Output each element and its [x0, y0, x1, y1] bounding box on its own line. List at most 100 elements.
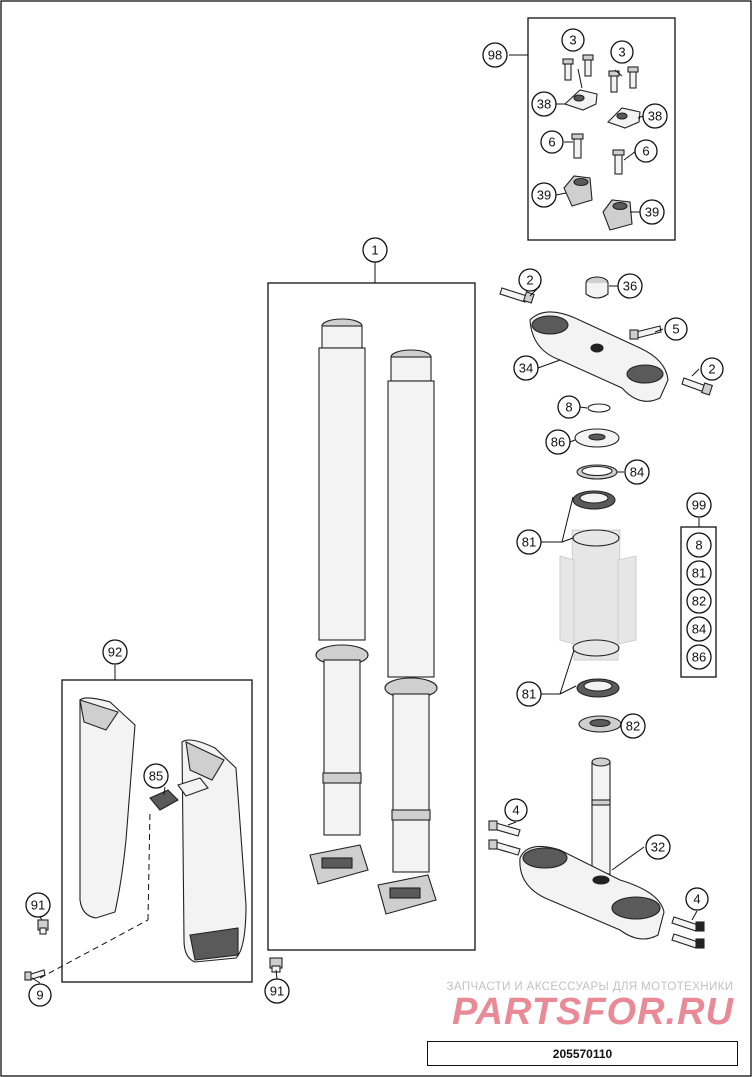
- callout-92: 92: [102, 639, 128, 665]
- callout-81-upper: 81: [516, 529, 542, 555]
- svg-text:9: 9: [36, 988, 43, 1003]
- lower-triple-clamp-32: [519, 845, 665, 940]
- callout-38-right: 38: [642, 103, 668, 129]
- svg-text:91: 91: [270, 984, 284, 999]
- callout-4-left: 4: [504, 798, 528, 822]
- guide-85: [149, 777, 209, 811]
- seal-ring-84: [576, 464, 618, 480]
- svg-text:98: 98: [488, 48, 502, 63]
- watermark-logo: PARTSFOR.RU: [452, 991, 734, 1033]
- stem-nut-36: [585, 276, 609, 299]
- o-ring-8: [587, 403, 611, 413]
- assembly-dash-line: [39, 919, 149, 979]
- kit-99-item-81: 81: [686, 560, 712, 586]
- callout-91-right: 91: [264, 978, 290, 1004]
- callout-38-left: 38: [531, 91, 557, 117]
- bearing-81-lower: [576, 678, 620, 698]
- svg-text:6: 6: [642, 144, 649, 159]
- callout-6-right: 6: [634, 139, 658, 163]
- svg-text:39: 39: [645, 205, 659, 220]
- svg-text:92: 92: [108, 645, 122, 660]
- dust-seal-86: [574, 428, 620, 448]
- svg-text:81: 81: [522, 687, 536, 702]
- svg-text:39: 39: [537, 188, 551, 203]
- screw-91-left: [37, 919, 49, 935]
- svg-text:86: 86: [551, 435, 565, 450]
- svg-text:86: 86: [692, 650, 706, 665]
- svg-text:36: 36: [623, 279, 637, 294]
- upper-triple-clamp-34: [529, 311, 669, 402]
- svg-text:6: 6: [548, 135, 555, 150]
- svg-text:4: 4: [693, 892, 700, 907]
- svg-text:8: 8: [565, 400, 572, 415]
- bolt-5: [629, 325, 662, 340]
- kit-99-item-84: 84: [686, 616, 712, 642]
- bolt-4-left-lower: [488, 839, 521, 856]
- bolt-3-left-2: [582, 54, 594, 77]
- riser-39-right: [602, 199, 633, 231]
- svg-text:81: 81: [522, 535, 536, 550]
- callout-5: 5: [664, 317, 688, 341]
- riser-39-left: [563, 175, 593, 207]
- screw-9: [24, 969, 46, 981]
- fork-guard-left: [79, 697, 136, 919]
- svg-text:32: 32: [651, 840, 665, 855]
- screw-91-right: [269, 957, 283, 973]
- callout-82: 82: [620, 713, 646, 739]
- svg-text:81: 81: [692, 566, 706, 581]
- callout-98: 98: [482, 42, 508, 68]
- group-92-frame: [61, 679, 253, 983]
- callout-2-bottom: 2: [700, 357, 724, 381]
- group-98-frame: [527, 17, 676, 241]
- bolt-3-left: [562, 58, 574, 81]
- svg-text:99: 99: [692, 498, 706, 513]
- fork-leg-left: [309, 318, 369, 885]
- svg-text:82: 82: [692, 594, 706, 609]
- svg-text:5: 5: [672, 322, 679, 337]
- callout-84: 84: [624, 459, 650, 485]
- callout-36: 36: [617, 273, 643, 299]
- watermark-tagline: ЗАПЧАСТИ И АКСЕССУАРЫ ДЛЯ МОТОТЕХНИКИ: [446, 981, 734, 993]
- fork-guard-right: [181, 739, 247, 963]
- svg-text:82: 82: [626, 719, 640, 734]
- clamp-38-left: [563, 89, 598, 111]
- svg-text:85: 85: [149, 769, 163, 784]
- bolt-2-bottom: [681, 377, 714, 396]
- callout-85: 85: [143, 763, 169, 789]
- callout-3-left: 3: [561, 28, 585, 52]
- fork-leg-right: [377, 349, 438, 915]
- callout-39-right: 39: [639, 199, 665, 225]
- svg-text:38: 38: [648, 109, 662, 124]
- svg-text:8: 8: [695, 538, 702, 553]
- callout-8: 8: [557, 395, 581, 419]
- callout-1: 1: [362, 237, 388, 263]
- kit-99-item-86: 86: [686, 644, 712, 670]
- kit-99-item-82: 82: [686, 588, 712, 614]
- callout-6-left: 6: [540, 130, 564, 154]
- clamp-38-right: [606, 107, 641, 129]
- bolt-6-right: [612, 149, 625, 175]
- bolt-3-right: [608, 70, 620, 93]
- svg-text:34: 34: [519, 361, 533, 376]
- svg-text:3: 3: [618, 45, 625, 60]
- bolt-3-right-2: [627, 66, 639, 89]
- steering-stem: [591, 757, 611, 875]
- callout-91-left: 91: [25, 892, 51, 918]
- svg-text:84: 84: [630, 465, 644, 480]
- svg-text:2: 2: [708, 362, 715, 377]
- callout-99: 99: [686, 492, 712, 518]
- leader-lines: [31, 54, 700, 984]
- bolt-4-right-upper: [671, 916, 705, 932]
- svg-text:84: 84: [692, 622, 706, 637]
- callout-81-lower: 81: [516, 681, 542, 707]
- callout-2-top: 2: [518, 268, 542, 292]
- svg-text:91: 91: [31, 898, 45, 913]
- kit-99-item-8: 8: [686, 532, 712, 558]
- bolt-4-right-lower: [671, 933, 705, 949]
- callout-4-right: 4: [685, 887, 709, 911]
- svg-text:1: 1: [371, 243, 378, 258]
- bolt-4-left-upper: [488, 820, 521, 837]
- svg-text:4: 4: [512, 803, 519, 818]
- bearing-81-upper: [572, 490, 616, 510]
